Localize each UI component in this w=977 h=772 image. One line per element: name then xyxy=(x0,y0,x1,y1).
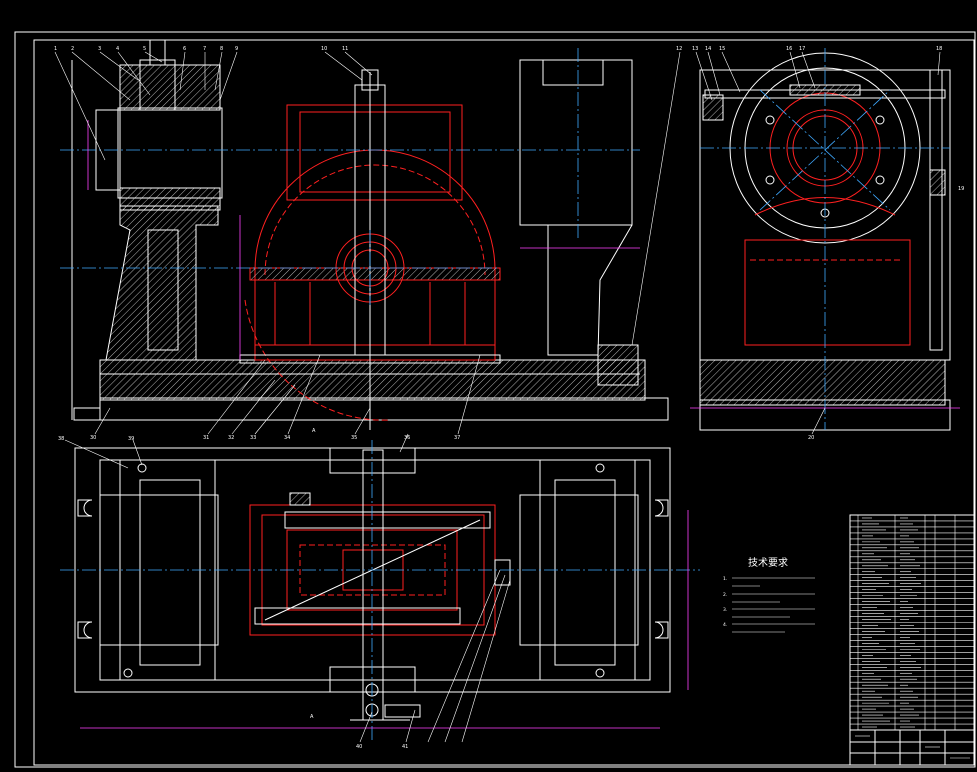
tech-requirements-title: 技术要求 xyxy=(748,556,788,569)
front-view xyxy=(60,39,669,430)
balloon-41: 41 xyxy=(402,744,408,750)
section-mark-a1: A xyxy=(312,428,316,434)
balloon-35: 35 xyxy=(351,435,357,441)
balloon-9: 9 xyxy=(235,46,238,52)
balloon-6: 6 xyxy=(183,46,186,52)
inner-frame xyxy=(33,39,975,766)
tech-item-2: 2. xyxy=(723,592,727,598)
balloon-38: 38 xyxy=(58,436,64,442)
balloons-bottom: 30 31 32 33 34 35 36 37 38 39 40 41 20 xyxy=(58,435,814,750)
balloon-3: 3 xyxy=(98,46,101,52)
balloon-14: 14 xyxy=(705,46,711,52)
side-view xyxy=(690,48,960,431)
balloon-17: 17 xyxy=(799,46,805,52)
balloon-31: 31 xyxy=(203,435,209,441)
balloon-32: 32 xyxy=(228,435,234,441)
balloon-16: 16 xyxy=(786,46,792,52)
balloon-1: 1 xyxy=(54,46,57,52)
tech-requirements: 技术要求 1. 2. 3. 4. xyxy=(723,556,815,633)
balloon-7: 7 xyxy=(203,46,206,52)
tech-item-4: 4. xyxy=(723,622,727,628)
balloon-10: 10 xyxy=(321,46,327,52)
balloon-4: 4 xyxy=(116,46,119,52)
balloon-36: 36 xyxy=(404,435,410,441)
balloon-37: 37 xyxy=(454,435,460,441)
balloon-18: 18 xyxy=(936,46,942,52)
gearbox-hidden-outline xyxy=(254,149,496,361)
outer-frame xyxy=(14,31,976,768)
base-plate xyxy=(99,359,646,401)
side-base xyxy=(699,359,946,406)
plan-view xyxy=(60,440,700,740)
leader-lines xyxy=(54,51,941,743)
balloon-30: 30 xyxy=(90,435,96,441)
balloon-33: 33 xyxy=(250,435,256,441)
left-bearing-housing xyxy=(105,205,219,361)
balloon-40: 40 xyxy=(356,744,362,750)
balloon-34: 34 xyxy=(284,435,290,441)
title-block xyxy=(849,729,976,766)
balloon-19: 19 xyxy=(958,186,964,192)
tech-item-3: 3. xyxy=(723,607,727,613)
tech-item-1: 1. xyxy=(723,576,727,582)
balloon-13: 13 xyxy=(692,46,698,52)
balloon-8: 8 xyxy=(220,46,223,52)
balloon-15: 15 xyxy=(719,46,725,52)
section-mark-a2: A xyxy=(310,714,314,720)
parts-list xyxy=(849,514,976,731)
balloon-20: 20 xyxy=(808,435,814,441)
balloon-5: 5 xyxy=(143,46,146,52)
balloon-12: 12 xyxy=(676,46,682,52)
balloon-11: 11 xyxy=(342,46,348,52)
balloon-39: 39 xyxy=(128,436,134,442)
balloon-2: 2 xyxy=(71,46,74,52)
balloons-top: 1 2 3 4 5 6 7 8 9 10 11 12 13 14 15 16 1… xyxy=(54,46,964,192)
